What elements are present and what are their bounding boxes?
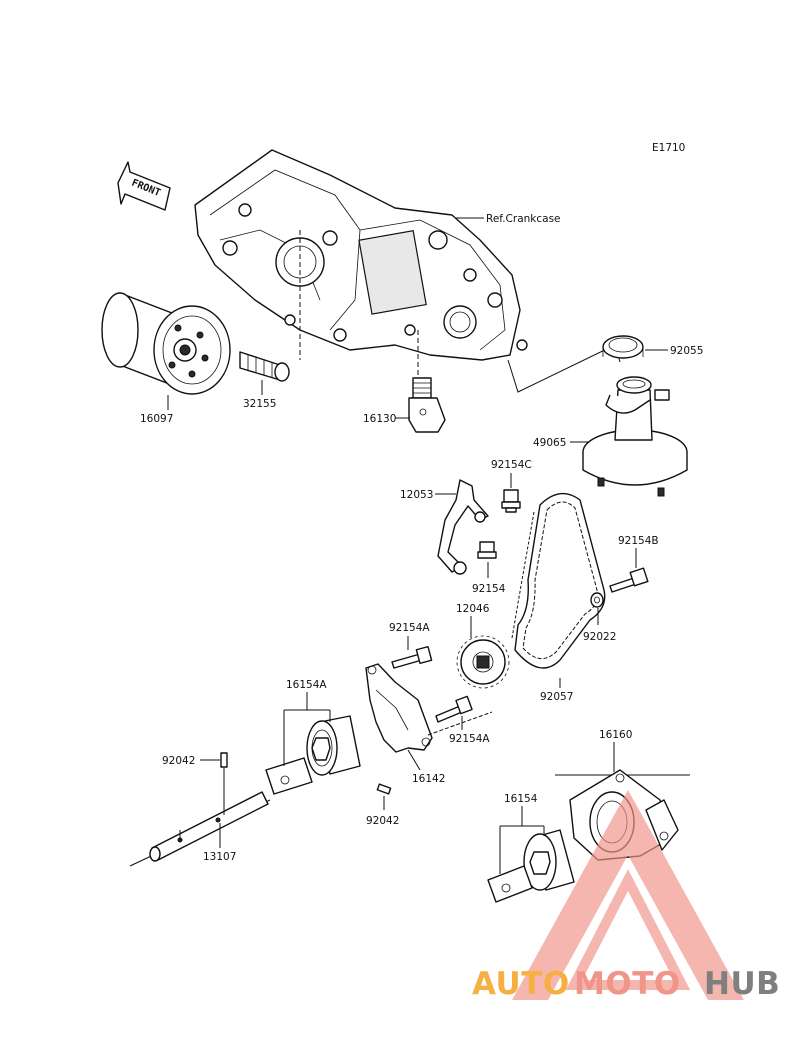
pump-cover: [365, 663, 433, 753]
spring: [239, 351, 290, 382]
diagram-code: E1710: [652, 142, 685, 154]
part-label-92154a-top: 92154A: [389, 622, 430, 634]
part-label-16154: 16154: [504, 793, 538, 805]
o-ring: [602, 335, 644, 359]
part-label-16154a: 16154A: [286, 679, 327, 691]
part-label-12046: 12046: [456, 603, 490, 615]
sprocket: [456, 635, 510, 689]
part-label-92042-top: 92042: [162, 755, 195, 767]
chain-guide: [437, 479, 489, 575]
part-label-12053: 12053: [400, 489, 433, 501]
part-label-92042-bottom: 92042: [366, 815, 399, 827]
ref-crankcase-label: Ref.Crankcase: [486, 213, 561, 225]
drive-chain: [511, 492, 606, 669]
part-label-92154a-bottom: 92154A: [449, 733, 490, 745]
part-label-92022: 92022: [583, 631, 616, 643]
crankcase: [194, 149, 528, 385]
part-label-16130: 16130: [363, 413, 396, 425]
pump-rotors-a: [265, 715, 361, 795]
part-label-92154c: 92154C: [491, 459, 532, 471]
watermark-word-auto: AUTO: [472, 966, 570, 1002]
part-label-92055: 92055: [670, 345, 703, 357]
part-label-16097: 16097: [140, 413, 173, 425]
watermark-word-moto: MOTO: [574, 966, 681, 1002]
part-label-16142: 16142: [412, 773, 445, 785]
washer: [590, 592, 604, 608]
bolt-92154c: [501, 489, 521, 513]
part-label-92057: 92057: [540, 691, 573, 703]
oil-strainer: [582, 376, 688, 497]
bolt-92154a-bottom: [435, 695, 473, 723]
part-label-13107: 13107: [203, 851, 236, 863]
watermark-logo: [512, 790, 744, 1000]
front-arrow-icon: FRONT: [117, 161, 171, 211]
pin-top: [220, 752, 228, 768]
bolt-92154a-top: [391, 645, 433, 669]
part-label-92154: 92154: [472, 583, 506, 595]
oil-fitting: [408, 377, 446, 433]
bolt-92154b: [609, 567, 649, 593]
bolt-92154: [477, 541, 497, 559]
part-label-16160: 16160: [599, 729, 632, 741]
pin-bottom: [376, 783, 392, 795]
watermark-text: AUTO MOTO HUB: [472, 966, 780, 1002]
watermark-word-hub: HUB: [704, 966, 780, 1002]
part-label-92154b: 92154B: [618, 535, 659, 547]
pump-shaft: [129, 791, 271, 867]
pump-rotors: [487, 829, 575, 903]
oil-filter: [101, 292, 231, 395]
part-label-32155: 32155: [243, 398, 276, 410]
part-label-49065: 49065: [533, 437, 566, 449]
